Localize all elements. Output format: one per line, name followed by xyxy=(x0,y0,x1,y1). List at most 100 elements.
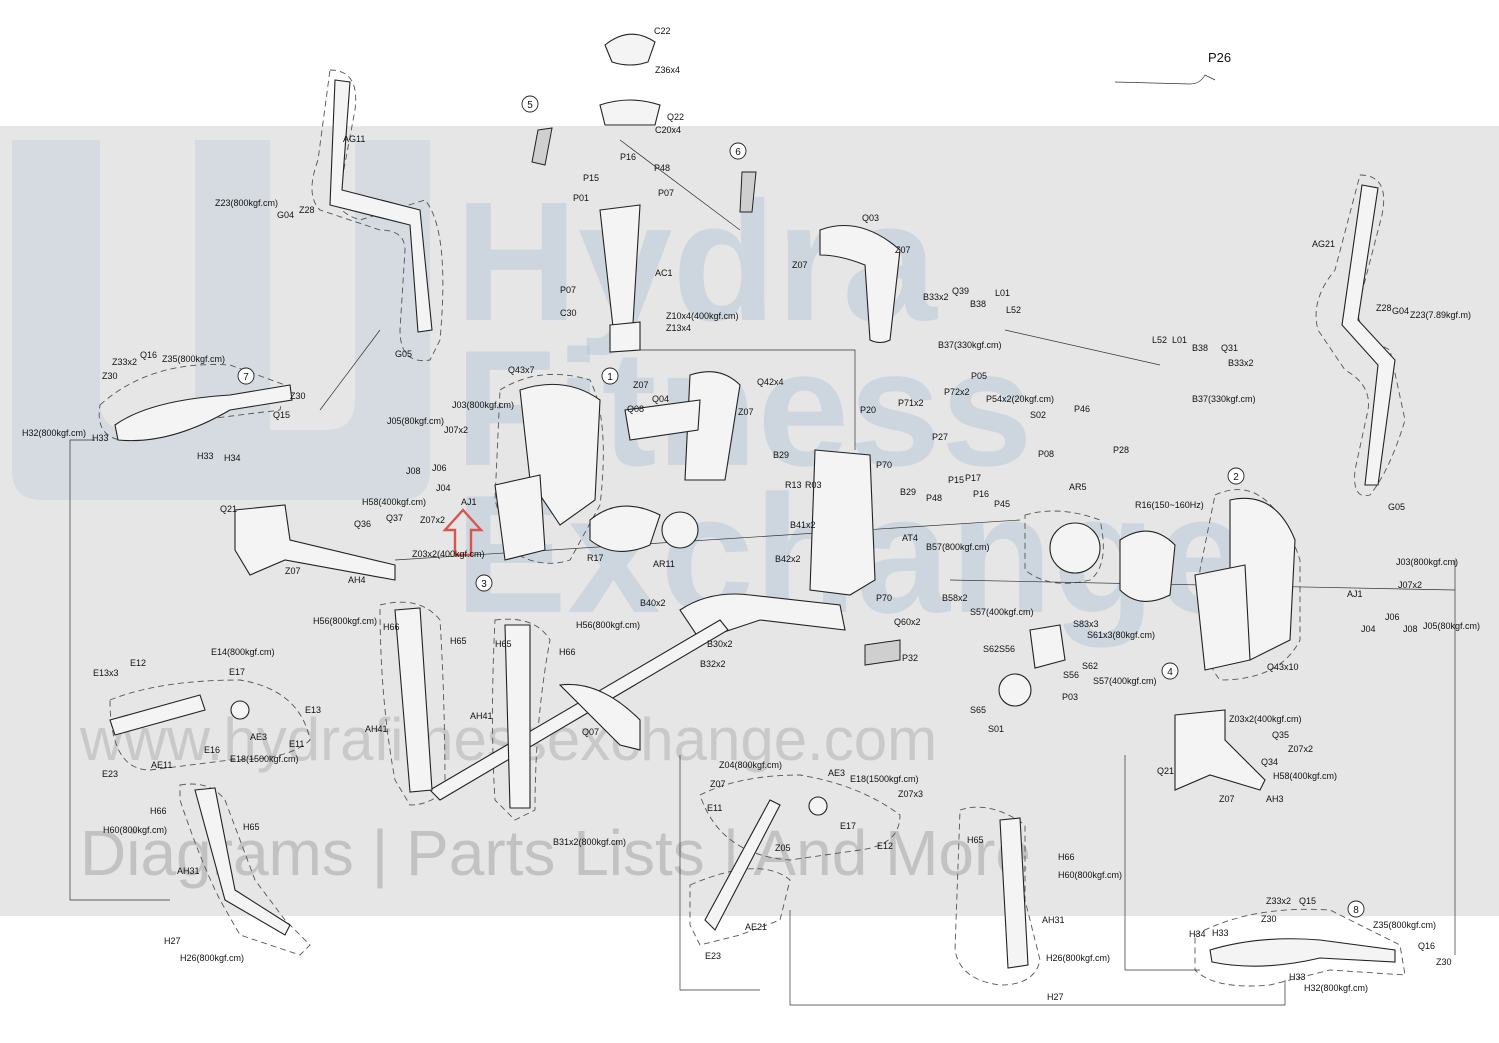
leg-ah31-left xyxy=(194,787,291,936)
label-Q08: Q08 xyxy=(627,404,644,414)
callout-7: 7 xyxy=(243,372,249,383)
label-Q60x2: Q60x2 xyxy=(894,617,921,627)
label-H32-left: H32(800kgf.cm) xyxy=(22,428,86,438)
label-H60-left: H60(800kgf.cm) xyxy=(103,825,167,835)
wheel-s01 xyxy=(998,673,1032,707)
label-AE3-right: AE3 xyxy=(828,768,845,778)
label-P26: P26 xyxy=(1208,50,1231,65)
leg-ah41-b xyxy=(504,624,531,809)
label-E18-left: E18(1500kgf.cm) xyxy=(230,754,299,764)
watermark-tagline: Diagrams | Parts Lists | And More xyxy=(80,817,1031,889)
label-H58-right: H58(400kgf.cm) xyxy=(1273,771,1337,781)
label-Z30-right2: Z30 xyxy=(1436,957,1452,967)
label-AG21: AG21 xyxy=(1312,239,1335,249)
label-P16-top: P16 xyxy=(620,152,636,162)
label-Q42x4: Q42x4 xyxy=(757,377,784,387)
label-H26-right: H26(800kgf.cm) xyxy=(1046,953,1110,963)
label-G05-right: G05 xyxy=(1388,502,1405,512)
label-Q39: Q39 xyxy=(952,286,969,296)
power-cord-p26 xyxy=(1114,74,1216,85)
label-E14: E14(800kgf.cm) xyxy=(211,647,275,657)
main-frame xyxy=(809,449,876,596)
label-Z35-left: Z35(800kgf.cm) xyxy=(162,354,225,364)
label-B57: B57(800kgf.cm) xyxy=(926,542,990,552)
label-B37-r1: B37(330kgf.cm) xyxy=(938,340,1002,350)
label-P45: P45 xyxy=(994,499,1010,509)
shroud-left-3 xyxy=(494,474,546,561)
console-bezel-q22 xyxy=(599,99,661,126)
label-B30x2: B30x2 xyxy=(707,639,733,649)
label-E11-right: E11 xyxy=(707,803,722,813)
label-P72x2: P72x2 xyxy=(944,387,970,397)
label-B38-r2: B38 xyxy=(1192,343,1208,353)
bracket-s02 xyxy=(1029,624,1066,669)
label-AJ1-right: AJ1 xyxy=(1347,589,1363,599)
label-Z03x2-left: Z03x2(400kgf.cm) xyxy=(412,549,485,559)
label-Z30-left1: Z30 xyxy=(102,371,118,381)
label-AH3: AH3 xyxy=(1266,794,1284,804)
label-B58x2: B58x2 xyxy=(942,593,968,603)
pivot-ae3-left xyxy=(230,700,250,720)
label-Q35: Q35 xyxy=(1272,730,1289,740)
label-H66-a: H66 xyxy=(383,622,400,632)
frame-tube xyxy=(429,619,729,801)
label-S01: S01 xyxy=(988,724,1004,734)
label-Z23-789: Z23(7.89kgf.m) xyxy=(1410,310,1471,320)
label-J06-left: J06 xyxy=(432,463,447,473)
label-AC1: AC1 xyxy=(655,268,673,278)
label-P03: P03 xyxy=(1062,692,1078,702)
label-J07x2-left: J07x2 xyxy=(444,425,468,435)
handlebar-ag21 xyxy=(1341,184,1396,486)
label-P71x2: P71x2 xyxy=(898,398,924,408)
label-E11-left: E11 xyxy=(289,739,304,749)
label-J04-right: J04 xyxy=(1361,624,1376,634)
label-AH4: AH4 xyxy=(348,575,366,585)
label-B29-b: B29 xyxy=(900,487,916,497)
pointer-arrow xyxy=(442,508,484,557)
label-Q37: Q37 xyxy=(386,513,403,523)
label-H56-b: H56(800kgf.cm) xyxy=(576,620,640,630)
label-P54x2: P54x2(20kgf.cm) xyxy=(986,394,1054,404)
label-AT4: AT4 xyxy=(902,533,918,543)
leg-ah41-a xyxy=(394,607,433,793)
upper-cover-q08 xyxy=(624,399,701,441)
mast-base xyxy=(609,321,641,353)
upper-cover-q04 xyxy=(684,371,741,481)
label-Z36x4: Z36x4 xyxy=(655,65,680,75)
label-L52-r2: L52 xyxy=(1152,335,1167,345)
label-Z07-ah4: Z07 xyxy=(285,566,301,576)
label-H60-right: H60(800kgf.cm) xyxy=(1058,870,1122,880)
label-J03-right: J03(800kgf.cm) xyxy=(1396,557,1458,567)
label-S02: S02 xyxy=(1030,410,1046,420)
label-AH31-right: AH31 xyxy=(1042,915,1065,925)
label-P27: P27 xyxy=(932,432,948,442)
label-H56-a: H56(800kgf.cm) xyxy=(313,616,377,626)
label-H33-right2: H33 xyxy=(1289,972,1306,982)
handle-ah3 xyxy=(1174,709,1266,791)
label-E12-left: E12 xyxy=(130,658,146,668)
label-Q04: Q04 xyxy=(652,394,669,404)
label-H27-right: H27 xyxy=(1047,992,1064,1002)
label-H65-b: H65 xyxy=(495,639,512,649)
label-G05-left: G05 xyxy=(395,349,412,359)
label-H66-c: H66 xyxy=(150,806,167,816)
label-S62S56: S62S56 xyxy=(983,644,1015,654)
label-H33-left2: H33 xyxy=(197,451,214,461)
label-AH41-b: AH41 xyxy=(470,711,493,721)
callout-2: 2 xyxy=(1233,472,1239,483)
label-Z07-e11: Z07 xyxy=(710,779,726,789)
label-R03: R03 xyxy=(805,480,822,490)
cover-q07 xyxy=(558,683,641,751)
label-Q43x7: Q43x7 xyxy=(508,365,535,375)
label-Q15-right: Q15 xyxy=(1299,896,1316,906)
label-E13x3: E13x3 xyxy=(93,668,119,678)
label-E23-right: E23 xyxy=(705,951,721,961)
label-L52-r1: L52 xyxy=(1006,305,1021,315)
label-B38-r1: B38 xyxy=(970,299,986,309)
label-Z10x4: Z10x4(400kgf.cm) xyxy=(666,311,739,321)
label-C20x4: C20x4 xyxy=(655,125,681,135)
label-R17: R17 xyxy=(587,553,604,563)
stabilizer-p32 xyxy=(864,639,901,666)
label-P15-top: P15 xyxy=(583,173,599,183)
watermark-logo-mark xyxy=(12,140,430,500)
